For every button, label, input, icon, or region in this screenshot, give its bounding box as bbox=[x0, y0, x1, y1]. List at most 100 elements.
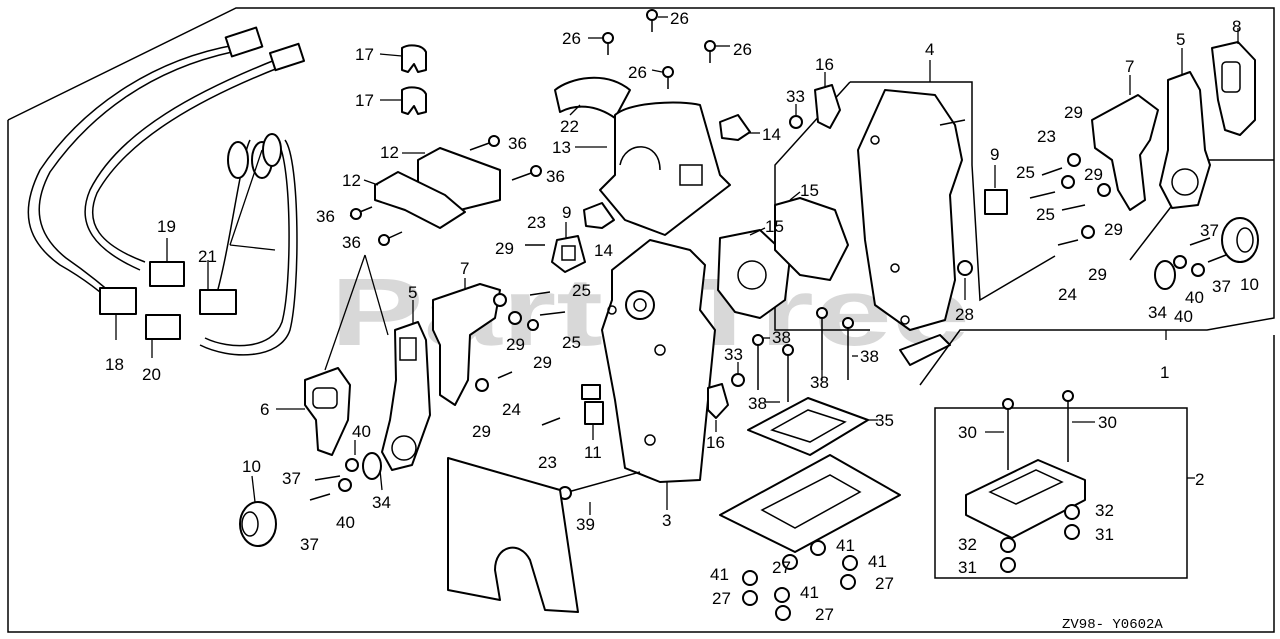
label-p26c: 26 bbox=[733, 40, 752, 59]
wire-grommet-3 bbox=[262, 133, 282, 167]
label-p9b: 9 bbox=[990, 145, 999, 164]
connector-19 bbox=[149, 261, 185, 287]
label-p9a: 9 bbox=[562, 203, 571, 222]
outer-frame-bottom bbox=[7, 120, 1275, 633]
label-p29d: 29 bbox=[472, 422, 491, 441]
label-p40d: 40 bbox=[1174, 307, 1193, 326]
label-p29b: 29 bbox=[506, 335, 525, 354]
label-p29h: 29 bbox=[1104, 220, 1123, 239]
seal-9-right bbox=[984, 189, 1008, 215]
label-p40b: 40 bbox=[336, 513, 355, 532]
label-p16a: 16 bbox=[815, 55, 834, 74]
control-lever-5-right bbox=[1159, 71, 1211, 209]
label-p38c: 38 bbox=[810, 373, 829, 392]
label-p15b: 15 bbox=[765, 217, 784, 236]
bolt-39 bbox=[558, 471, 641, 500]
label-p34b: 34 bbox=[1148, 303, 1167, 322]
diagram-code: ZV98- Y0602A bbox=[1062, 617, 1163, 633]
label-p27c: 27 bbox=[712, 589, 731, 608]
label-p25b: 25 bbox=[562, 333, 581, 352]
label-p10a: 10 bbox=[242, 457, 261, 476]
mount-15-center bbox=[717, 229, 791, 319]
label-p2: 2 bbox=[1195, 470, 1204, 489]
label-p29f: 29 bbox=[1084, 165, 1103, 184]
label-p14b: 14 bbox=[594, 241, 613, 260]
label-p5a: 5 bbox=[408, 283, 417, 302]
label-p40c: 40 bbox=[1185, 288, 1204, 307]
connector-top-2 bbox=[268, 42, 306, 72]
label-p27a: 27 bbox=[772, 558, 791, 577]
bracket-16 bbox=[707, 84, 841, 419]
label-p26b: 26 bbox=[562, 29, 581, 48]
lever-cover-7-left bbox=[432, 283, 501, 406]
label-p17b: 17 bbox=[355, 91, 374, 110]
label-p30b: 30 bbox=[1098, 413, 1117, 432]
paper-gasket bbox=[447, 457, 579, 613]
small-parts-left bbox=[309, 244, 566, 501]
wire-grommet-1 bbox=[227, 141, 249, 179]
label-p36c: 36 bbox=[316, 207, 335, 226]
label-p12a: 12 bbox=[380, 143, 399, 162]
label-p27d: 27 bbox=[815, 605, 834, 624]
label-p41b: 41 bbox=[868, 552, 887, 571]
label-p38d: 38 bbox=[748, 394, 767, 413]
label-p8: 8 bbox=[1232, 17, 1241, 36]
label-p25c: 25 bbox=[1016, 163, 1035, 182]
grip-8 bbox=[1211, 41, 1256, 136]
callout-labels: 1 2 3 4 5 5 6 7 7 8 9 9 10 10 11 12 12 1… bbox=[105, 9, 1259, 633]
grommet-10-right bbox=[1221, 217, 1259, 263]
label-p23b: 23 bbox=[538, 453, 557, 472]
bolts-38 bbox=[752, 307, 854, 402]
label-p31a: 31 bbox=[1095, 525, 1114, 544]
subframe-4 bbox=[850, 81, 1056, 302]
label-p36a: 36 bbox=[508, 134, 527, 153]
label-p30a: 30 bbox=[958, 423, 977, 442]
main-body-3 bbox=[601, 239, 716, 483]
nuts-27-41 bbox=[742, 540, 858, 621]
label-p41a: 41 bbox=[836, 536, 855, 555]
spacer-block-2 bbox=[965, 390, 1086, 573]
label-p23c: 23 bbox=[1037, 127, 1056, 146]
upper-housing-13 bbox=[599, 101, 731, 236]
wire-harness bbox=[27, 26, 306, 356]
label-p26a: 26 bbox=[670, 9, 689, 28]
label-p35: 35 bbox=[875, 411, 894, 430]
label-p15a: 15 bbox=[800, 181, 819, 200]
connector-20 bbox=[145, 314, 181, 340]
subframe-2 bbox=[934, 407, 1188, 579]
label-p12b: 12 bbox=[342, 171, 361, 190]
label-p37a: 37 bbox=[282, 469, 301, 488]
label-p38b: 38 bbox=[860, 347, 879, 366]
connector-top-1 bbox=[224, 26, 264, 58]
label-p37c: 37 bbox=[1200, 221, 1219, 240]
label-p33b: 33 bbox=[724, 345, 743, 364]
label-p31b: 31 bbox=[958, 558, 977, 577]
label-p16b: 16 bbox=[706, 433, 725, 452]
label-p32b: 32 bbox=[958, 535, 977, 554]
label-p25d: 25 bbox=[1036, 205, 1055, 224]
label-p17a: 17 bbox=[355, 45, 374, 64]
connector-21 bbox=[199, 289, 237, 315]
label-p21: 21 bbox=[198, 247, 217, 266]
label-p19: 19 bbox=[157, 217, 176, 236]
label-p36d: 36 bbox=[342, 233, 361, 252]
label-p28: 28 bbox=[955, 305, 974, 324]
screws-36 bbox=[349, 135, 542, 246]
label-p3: 3 bbox=[662, 511, 671, 530]
label-p33a: 33 bbox=[786, 87, 805, 106]
plate-base bbox=[719, 454, 901, 553]
label-p7b: 7 bbox=[1125, 57, 1134, 76]
label-p40a: 40 bbox=[352, 422, 371, 441]
label-p36b: 36 bbox=[546, 167, 565, 186]
seal-9-left bbox=[551, 235, 586, 273]
plate-11 bbox=[581, 384, 604, 425]
mount-15-upper bbox=[774, 197, 849, 281]
label-p29g: 29 bbox=[1088, 265, 1107, 284]
screws-26 bbox=[602, 9, 716, 89]
lever-housing-6 bbox=[304, 367, 351, 456]
small-parts-right bbox=[1029, 153, 1227, 290]
grommet-10-left bbox=[239, 501, 277, 547]
label-p41d: 41 bbox=[800, 583, 819, 602]
label-p5b: 5 bbox=[1176, 30, 1185, 49]
